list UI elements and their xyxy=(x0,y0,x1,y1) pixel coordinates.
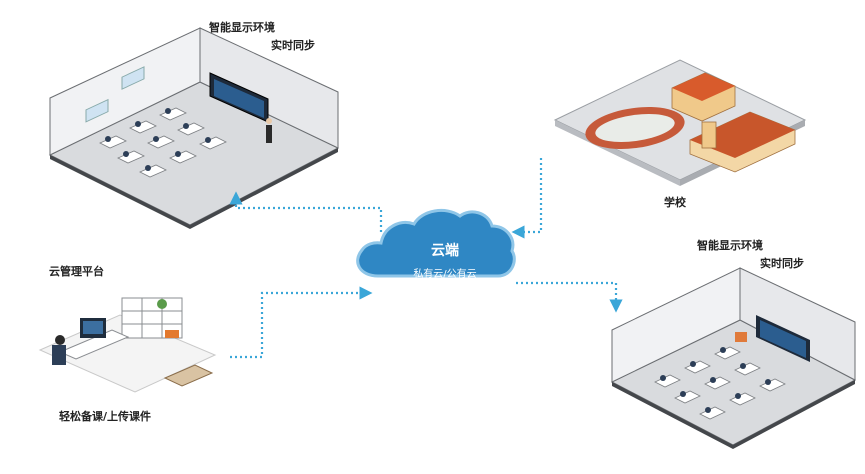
school-label: 学校 xyxy=(664,196,686,209)
cloud-title: 云端 xyxy=(431,243,459,259)
cloud-shape xyxy=(356,208,516,278)
connector-cloud-to-bottom-classroom xyxy=(516,281,623,313)
cloud-platform-label: 云管理平台 xyxy=(49,265,104,278)
top-classroom-label-line1: 智能显示环境 xyxy=(209,21,275,34)
top-classroom-label-line2: 实时同步 xyxy=(271,39,315,52)
bottom-classroom-label-line2: 实时同步 xyxy=(760,257,804,270)
top-classroom-illustration xyxy=(48,27,340,229)
office-caption: 轻松备课/上传课件 xyxy=(59,410,152,423)
connector-cloud-to-top-classroom xyxy=(229,191,383,232)
connector-school-to-cloud xyxy=(511,158,543,239)
teacher-office-illustration xyxy=(38,297,217,393)
bottom-classroom-label-line1: 智能显示环境 xyxy=(697,239,763,252)
bottom-classroom-illustration xyxy=(610,267,857,449)
cloud-subtitle: 私有云/公有云 xyxy=(413,269,477,280)
connector-office-to-cloud xyxy=(230,286,373,359)
school-illustration xyxy=(553,59,807,186)
connectors xyxy=(229,158,623,359)
